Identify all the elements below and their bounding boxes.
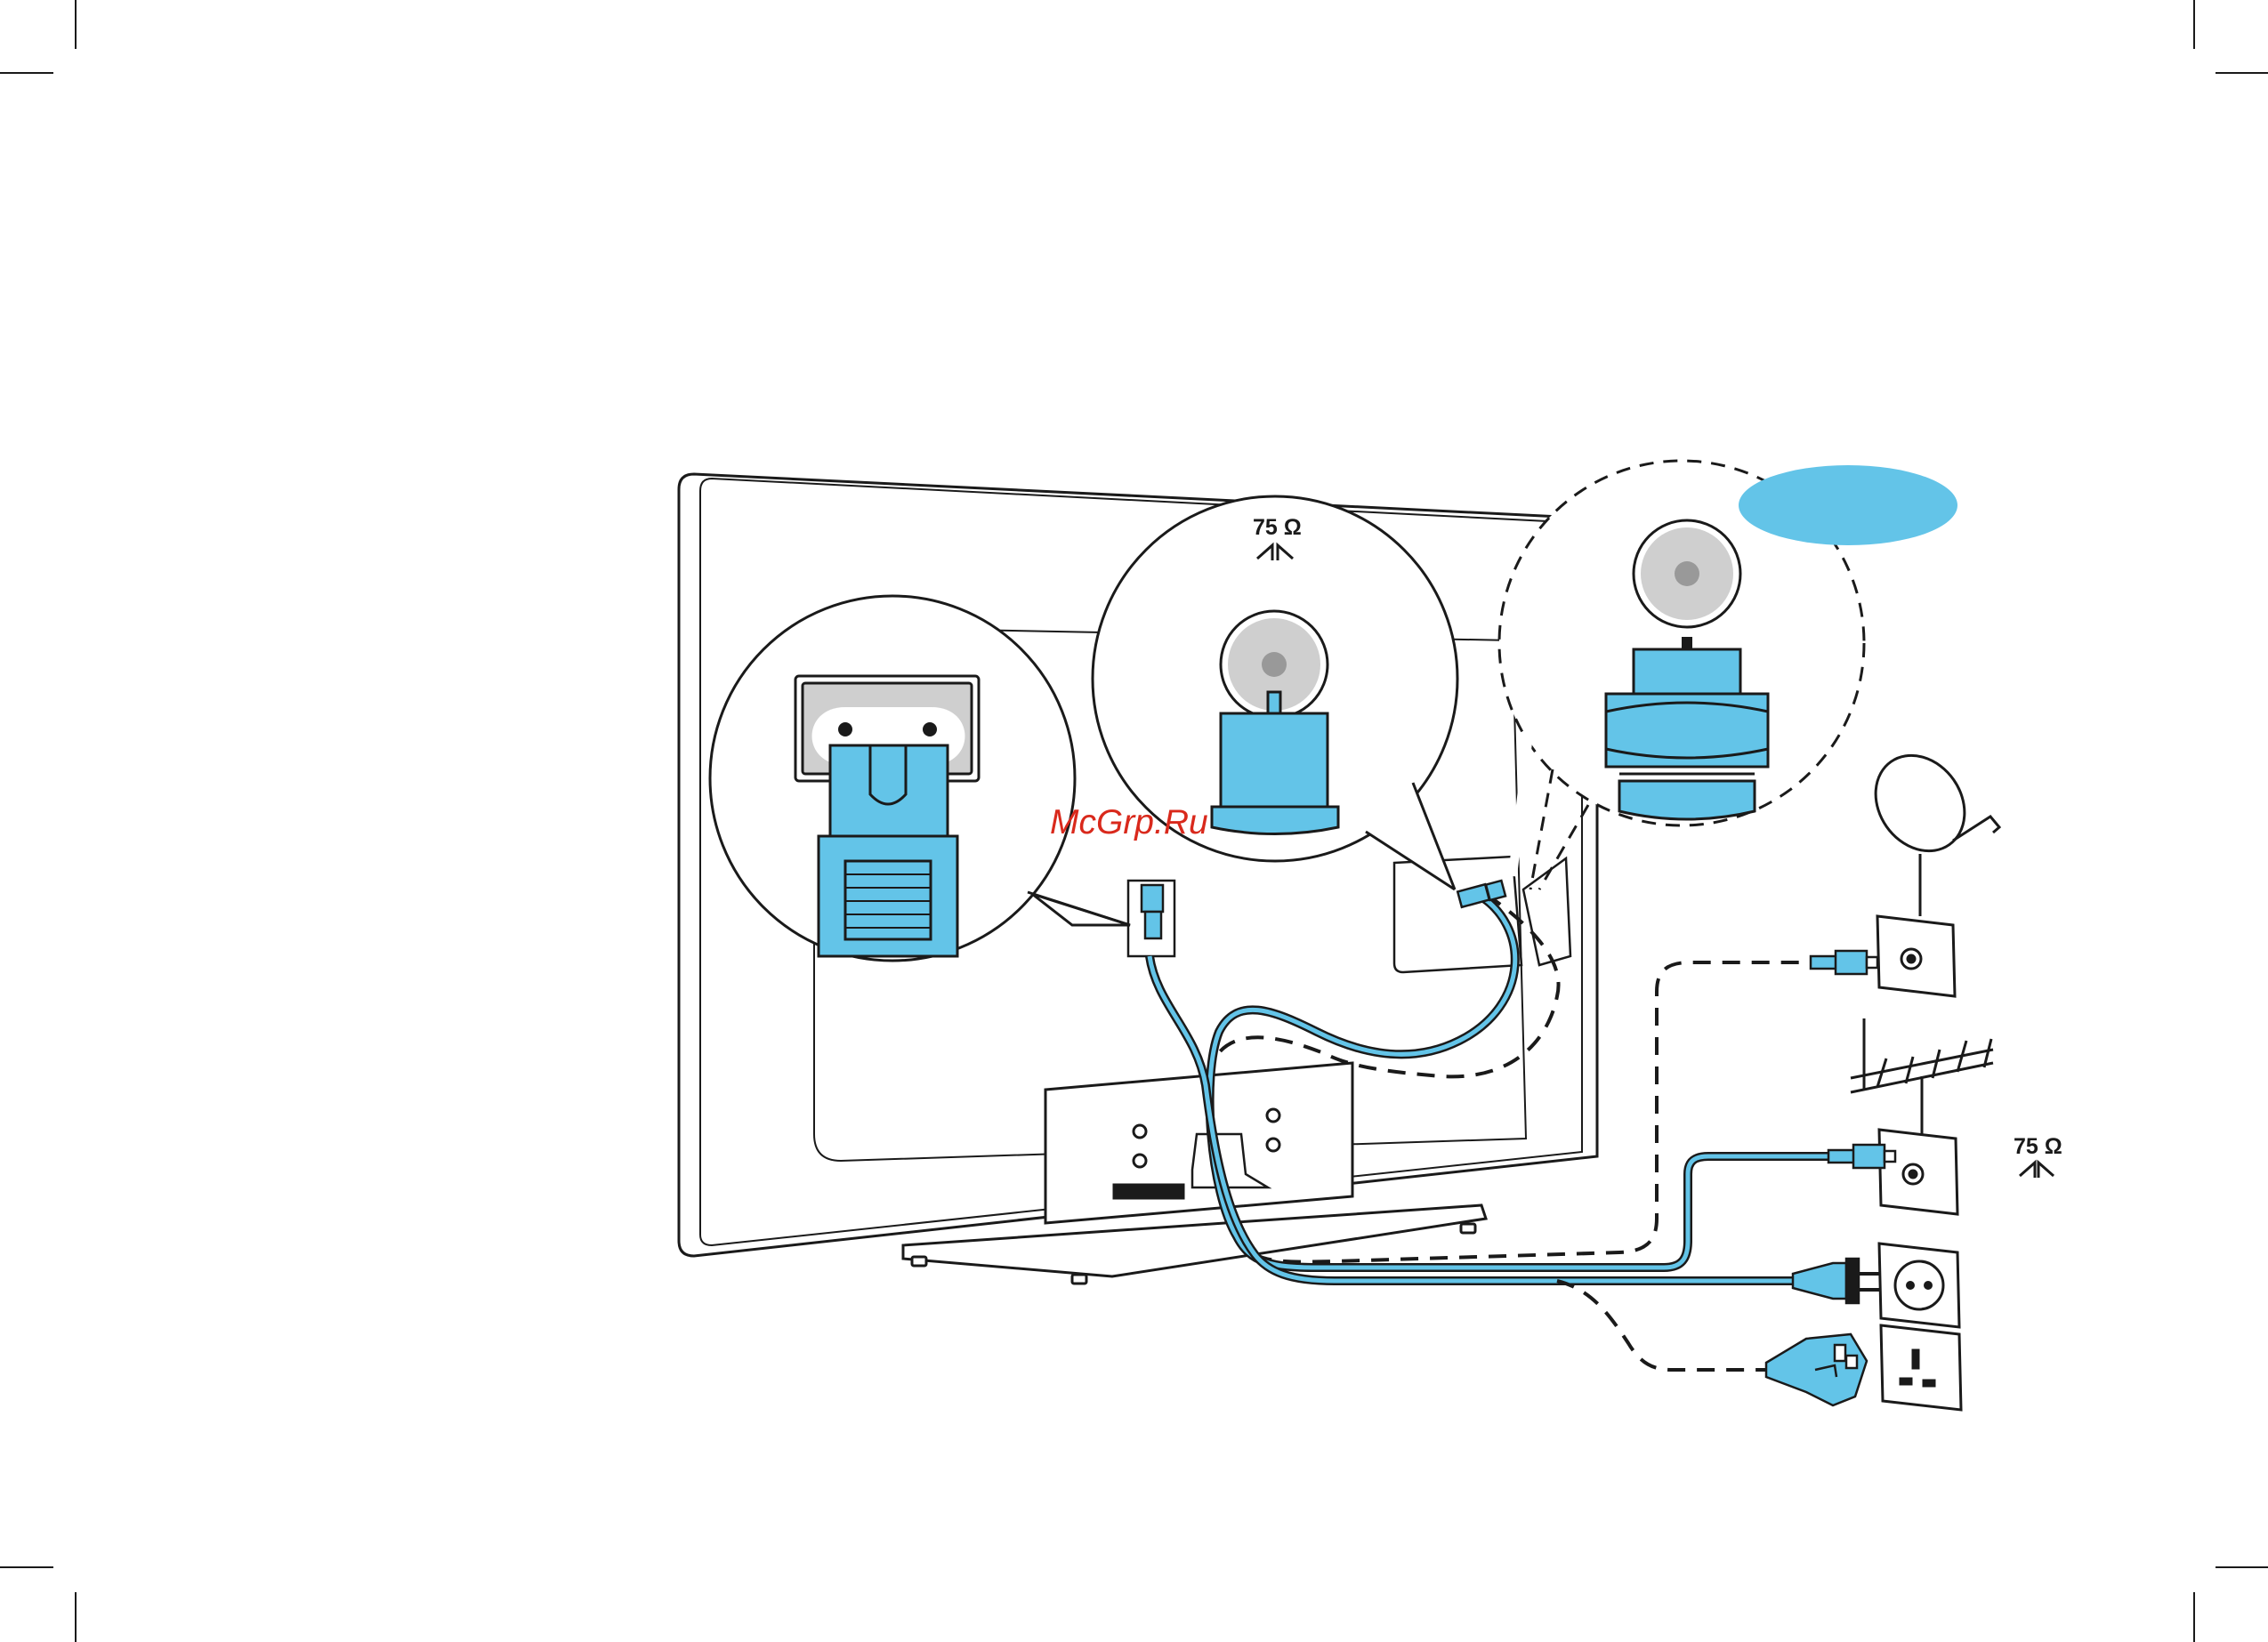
coax-antenna-input-icon [1212,611,1338,834]
eu-wall-socket [1879,1244,1959,1327]
aerial-coax-plug [1828,1145,1895,1168]
terrestrial-aerial-icon [1851,1018,1993,1134]
satellite-dish-icon [1858,738,1999,916]
tv-mains-port [1128,881,1174,956]
uk-wall-socket [1881,1325,1961,1410]
aerial-wall-socket [1879,1130,1957,1214]
coax-75-ohm-symbol-side-icon [2020,1163,2054,1178]
impedance-label-top: 75 Ω [1253,515,1302,540]
side-connector-panel [1394,857,1570,972]
label-callout [1739,465,1957,545]
satellite-coax-plug [1811,951,1877,974]
impedance-label-side: 75 Ω [2014,1134,2062,1159]
uk-power-plug-icon [1766,1334,1867,1405]
watermark: McGrp.Ru [1050,803,1208,841]
eu-power-plug-icon [1793,1259,1879,1303]
satellite-wall-socket [1877,916,1955,996]
